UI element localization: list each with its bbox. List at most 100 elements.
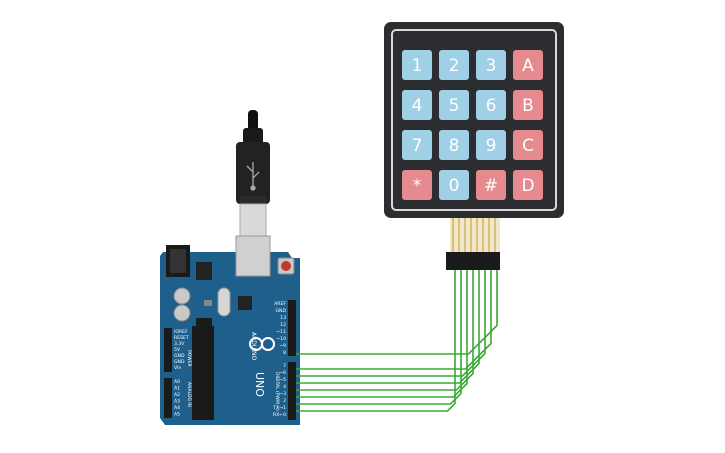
wires [296,270,498,412]
usb-symbol-icon [246,162,260,191]
pin-label: RESET [174,335,189,341]
key-label: * [413,176,422,196]
pin-label: A0 [174,379,180,385]
model-label: UNO [253,372,266,397]
key-cap[interactable] [476,50,506,80]
pin-label: ~3 [279,391,286,397]
key-cap[interactable] [439,130,469,160]
key-cap[interactable] [513,90,543,120]
key-label: 0 [449,176,460,196]
usb-cable [236,110,270,237]
key-*[interactable]: * [402,170,432,200]
crystal [217,287,231,317]
wire [296,270,468,398]
pin-label: AREF [274,301,286,307]
arduino-uno-board[interactable]: ARDUINO UNO DIGITAL (PWM ~) POWER ANALOG… [160,235,300,425]
key-0[interactable]: 0 [439,170,469,200]
analog-header [164,378,172,418]
wire [296,270,486,377]
key-label: # [484,176,498,196]
key-D[interactable]: D [513,170,543,200]
key-label: 8 [449,136,460,156]
key-B[interactable]: B [513,90,543,120]
pin-label: GND [174,359,185,365]
key-cap[interactable] [402,90,432,120]
reset-button[interactable] [277,257,295,275]
key-label: 2 [449,56,460,76]
key-label: C [522,136,534,156]
pin-label: A3 [174,399,180,405]
power-label: POWER [186,350,192,367]
pin-label: A1 [174,386,180,392]
key-cap[interactable] [402,130,432,160]
pin-label: ~9 [279,343,286,349]
pin-label: IOREF [174,329,188,335]
key-cap[interactable] [476,170,506,200]
digital-header-bottom [288,362,296,420]
capacitor [173,304,191,322]
key-A[interactable]: A [513,50,543,80]
key-#[interactable]: # [476,170,506,200]
pin-label: A4 [174,405,180,411]
digital-header-top [288,300,296,356]
key-label: 9 [486,136,497,156]
pin-label: TX→1 [272,405,286,411]
key-7[interactable]: 7 [402,130,432,160]
key-label: 6 [486,96,497,116]
digital-label: DIGITAL (PWM ~) [274,372,280,411]
pin-label: 4 [283,384,286,390]
icsp-header [196,318,212,328]
pin-label: 8 [283,350,286,356]
key-9[interactable]: 9 [476,130,506,160]
pin-label: RX←0 [273,412,286,418]
usb-port [235,235,271,277]
key-6[interactable]: 6 [476,90,506,120]
key-cap[interactable] [476,90,506,120]
keypad-ribbon [446,214,500,270]
key-cap[interactable] [439,90,469,120]
pin-label: GND [275,308,286,314]
key-label: 1 [412,56,423,76]
key-cap[interactable] [402,170,432,200]
voltage-regulator [196,262,212,280]
key-cap[interactable] [513,170,543,200]
pin-label: ~10 [276,336,286,342]
key-cap[interactable] [439,50,469,80]
pin-label: Vin [174,365,181,371]
pin-label: ~6 [279,370,286,376]
key-2[interactable]: 2 [439,50,469,80]
key-1[interactable]: 1 [402,50,432,80]
pin-label: ~5 [279,377,286,383]
pin-label: 12 [280,322,286,328]
key-cap[interactable] [476,130,506,160]
wire [296,270,456,412]
key-label: D [521,176,534,196]
wire [296,270,462,405]
key-label: 3 [486,56,497,76]
key-4[interactable]: 4 [402,90,432,120]
pin-label: ~11 [276,329,286,335]
key-label: A [522,56,534,76]
wire [296,270,480,384]
usb-chip [238,296,252,310]
key-cap[interactable] [402,50,432,80]
atmega-chip [192,326,214,420]
key-label: 7 [412,136,423,156]
key-cap[interactable] [513,50,543,80]
key-label: 5 [449,96,460,116]
pin-label: 2 [283,398,286,404]
pin-label: GND [174,353,185,359]
key-5[interactable]: 5 [439,90,469,120]
key-cap[interactable] [513,130,543,160]
key-3[interactable]: 3 [476,50,506,80]
pin-label: A5 [174,412,180,418]
key-cap[interactable] [439,170,469,200]
key-label: B [522,96,534,116]
pin-label: 7 [283,363,286,369]
key-8[interactable]: 8 [439,130,469,160]
keypad-connector [446,252,500,270]
key-C[interactable]: C [513,130,543,160]
